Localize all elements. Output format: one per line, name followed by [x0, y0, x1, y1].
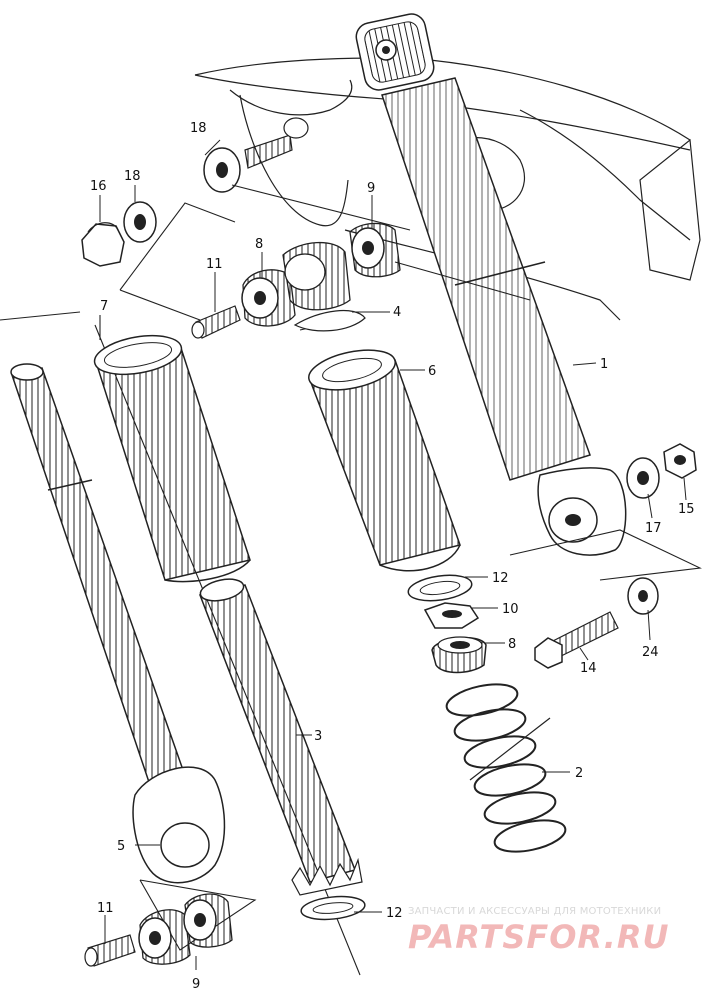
washer-part-24	[627, 577, 659, 615]
label-part-10: 10	[502, 602, 519, 617]
coil-spring-part-2	[445, 683, 567, 853]
pin-part-11-upper	[191, 305, 241, 339]
label-part-8-middle: 8	[508, 637, 516, 652]
spring-cover-part-7	[93, 334, 251, 583]
adjuster-part-8-middle	[431, 636, 487, 674]
leader-lines	[99, 139, 687, 970]
part-number-labels: 1 2 3 4 5 6 7 8 8 9 9 10 11 11 12 12 14 …	[90, 121, 695, 992]
label-part-11-lower: 11	[97, 901, 114, 916]
washer-part-12-lower	[300, 895, 366, 921]
label-part-12-upper: 12	[492, 571, 509, 586]
spring-cover-part-6	[308, 349, 461, 572]
label-part-12-lower: 12	[386, 906, 403, 921]
bush-part-9-lower-b	[183, 893, 233, 948]
label-part-1: 1	[600, 357, 608, 372]
damper-tube-part-5	[10, 363, 226, 884]
label-part-5: 5	[117, 839, 125, 854]
watermark-logo: PARTSFOR.RU	[408, 918, 670, 956]
nut-part-10	[423, 602, 480, 629]
label-part-16: 16	[90, 179, 107, 194]
bush-part-8-upper	[241, 269, 296, 327]
label-part-11-upper: 11	[206, 257, 223, 272]
label-part-9-upper: 9	[367, 181, 375, 196]
label-part-24: 24	[642, 645, 659, 660]
pin-part-11-lower	[84, 934, 136, 967]
label-part-4: 4	[393, 305, 401, 320]
label-part-17: 17	[645, 521, 662, 536]
bolt-part-18	[203, 117, 309, 193]
watermark: ЗАПЧАСТИ И АКСЕССУАРЫ ДЛЯ МОТОТЕХНИКИ PA…	[400, 906, 700, 986]
label-part-8-upper: 8	[255, 237, 263, 252]
washer-part-18	[123, 201, 157, 243]
label-part-2: 2	[575, 766, 583, 781]
bush-part-9-lower-a	[138, 909, 191, 965]
label-part-18-upper: 18	[190, 121, 207, 136]
label-part-18-side: 18	[124, 169, 141, 184]
label-part-15: 15	[678, 502, 695, 517]
bolt-part-14	[534, 611, 619, 669]
cap-nut-part-16	[81, 222, 125, 267]
rubber-bushing-part-4	[282, 241, 366, 332]
label-part-6: 6	[428, 364, 436, 379]
label-part-9-lower: 9	[192, 977, 200, 992]
inner-tube-part-3	[198, 578, 363, 896]
washer-part-17	[626, 457, 660, 499]
bush-part-9-upper	[349, 222, 401, 278]
nut-part-15	[663, 443, 697, 479]
watermark-caption: ЗАПЧАСТИ И АКСЕССУАРЫ ДЛЯ МОТОТЕХНИКИ	[408, 906, 662, 917]
label-part-14: 14	[580, 661, 597, 676]
shock-absorber-part-1	[355, 13, 627, 556]
label-part-3: 3	[314, 729, 322, 744]
label-part-7: 7	[100, 299, 108, 314]
washer-part-12-upper	[407, 574, 473, 602]
